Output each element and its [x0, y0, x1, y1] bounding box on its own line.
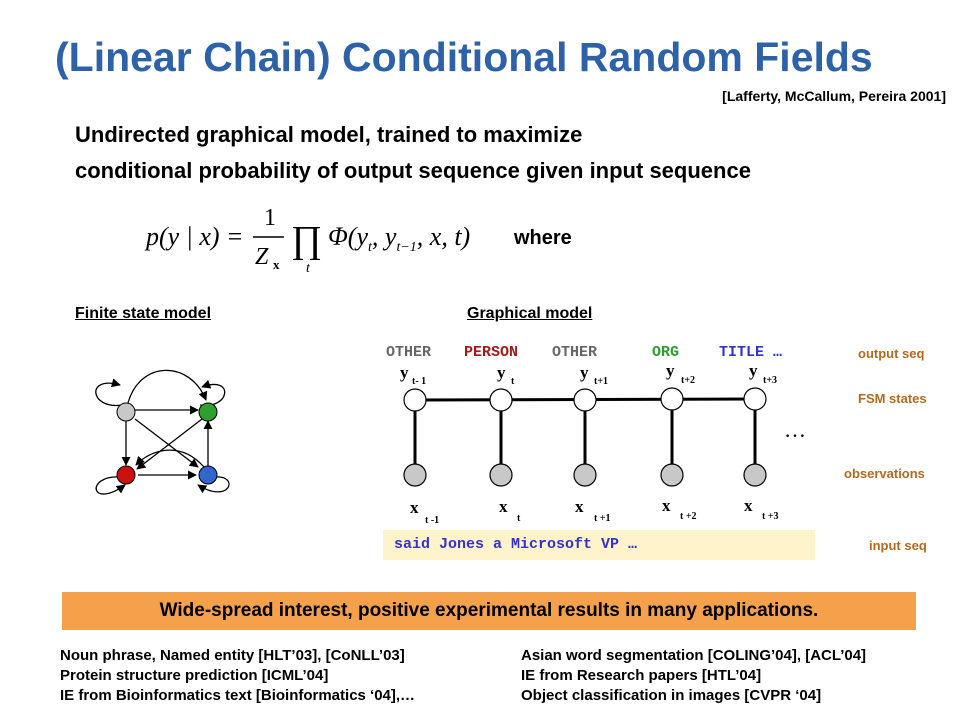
graphical-section-label: Graphical model [467, 305, 593, 322]
x-sub-4: t +3 [762, 511, 779, 522]
product-symbol: ∏ [291, 219, 322, 261]
x-node-2 [573, 463, 597, 487]
y-sub-0: t- 1 [412, 376, 426, 387]
x-sub-2: t +1 [594, 513, 611, 524]
edge-green-red [136, 418, 203, 470]
x-sub-0: t -1 [425, 515, 439, 526]
edge-gray-blue [134, 418, 199, 468]
y-node-2 [573, 388, 597, 412]
where-label: where [514, 227, 572, 249]
formula-Z-sub: x [273, 257, 280, 272]
formula-term: Φ(yt, yt−1, x, t) [328, 222, 470, 255]
x-sub-3: t +2 [680, 511, 697, 522]
y-var-4: y [749, 361, 758, 380]
edge-blue-red [135, 449, 205, 468]
output-label-0: OTHER [386, 344, 432, 361]
application-item: Asian word segmentation [COLING’04], [AC… [521, 647, 867, 664]
crf-formula: p(y | x) = 1 Z x ∏ t Φ(yt, yt−1, x, t) [144, 205, 470, 276]
applications-left: Noun phrase, Named entity [HLT’03], [CoN… [60, 646, 415, 706]
input-sequence-text: said Jones a Microsoft VP … [394, 536, 638, 553]
y-node-4 [743, 387, 767, 411]
output-label-3: ORG [652, 344, 680, 361]
applications-right: Asian word segmentation [COLING’04], [AC… [521, 646, 866, 706]
x-var-4: x [744, 496, 753, 515]
slide-title: (Linear Chain) Conditional Random Fields [55, 34, 873, 80]
chain-ellipsis: … [784, 417, 806, 442]
y-var-3: y [666, 361, 675, 380]
y-sub-2: t+1 [594, 376, 608, 387]
y-node-0 [403, 388, 427, 412]
formula-product-sub: t [306, 261, 311, 276]
y-var-2: y [580, 363, 589, 382]
fsm-states-label: FSM states [858, 391, 927, 406]
y-sub-4: t+3 [763, 375, 777, 386]
graphical-model: y t- 1 y t y t+1 y t+2 y t+3 … x t -1 x … [400, 361, 806, 526]
y-sub-3: t+2 [681, 375, 695, 386]
observations-label: observations [844, 466, 925, 481]
subtitle-line-2: conditional probability of output sequen… [75, 158, 751, 183]
formula-lhs: p(y | x) = [144, 222, 244, 251]
formula-numerator: 1 [264, 205, 276, 231]
highlight-banner: Wide-spread interest, positive experimen… [62, 592, 916, 630]
fsm-diagram [95, 369, 230, 495]
x-node-4 [743, 463, 767, 487]
y-var-1: y [497, 363, 506, 382]
fsm-section-label: Finite state model [75, 305, 212, 322]
application-item: Noun phrase, Named entity [HLT’03], [CoN… [60, 647, 405, 664]
fsm-state-blue [198, 465, 218, 485]
fsm-state-red [116, 465, 136, 485]
x-node-1 [489, 463, 513, 487]
x-var-3: x [662, 496, 671, 515]
application-item: IE from Research papers [HTL’04] [521, 667, 762, 684]
input-sequence-strip [383, 530, 815, 560]
x-var-2: x [575, 497, 584, 516]
output-seq-label: output seq [858, 346, 925, 361]
x-var-0: x [410, 498, 419, 517]
self-loop-red [95, 476, 126, 495]
y-node-1 [489, 388, 513, 412]
y-node-3 [660, 387, 684, 411]
output-label-4: TITLE … [719, 344, 783, 361]
subtitle-line-1: Undirected graphical model, trained to m… [75, 122, 583, 147]
formula-Z: Z [255, 244, 269, 270]
x-sub-1: t [517, 513, 521, 524]
x-var-1: x [499, 497, 508, 516]
edge-gray-green-arc [127, 369, 208, 404]
self-loop-gray [95, 378, 123, 407]
x-node-3 [660, 463, 684, 487]
x-node-0 [403, 463, 427, 487]
output-label-2: OTHER [552, 344, 598, 361]
output-label-1: PERSON [464, 344, 519, 361]
fsm-state-green [198, 402, 218, 422]
self-loop-blue [197, 476, 230, 494]
y-var-0: y [400, 363, 409, 382]
application-item: Object classification in images [CVPR ‘0… [521, 687, 822, 704]
application-item: IE from Bioinformatics text [Bioinformat… [60, 687, 416, 704]
citation: [Lafferty, McCallum, Pereira 2001] [722, 88, 946, 104]
application-item: Protein structure prediction [ICML’04] [60, 667, 329, 684]
y-sub-1: t [511, 376, 515, 387]
fsm-state-gray [116, 402, 136, 422]
input-seq-label: input seq [869, 538, 927, 553]
